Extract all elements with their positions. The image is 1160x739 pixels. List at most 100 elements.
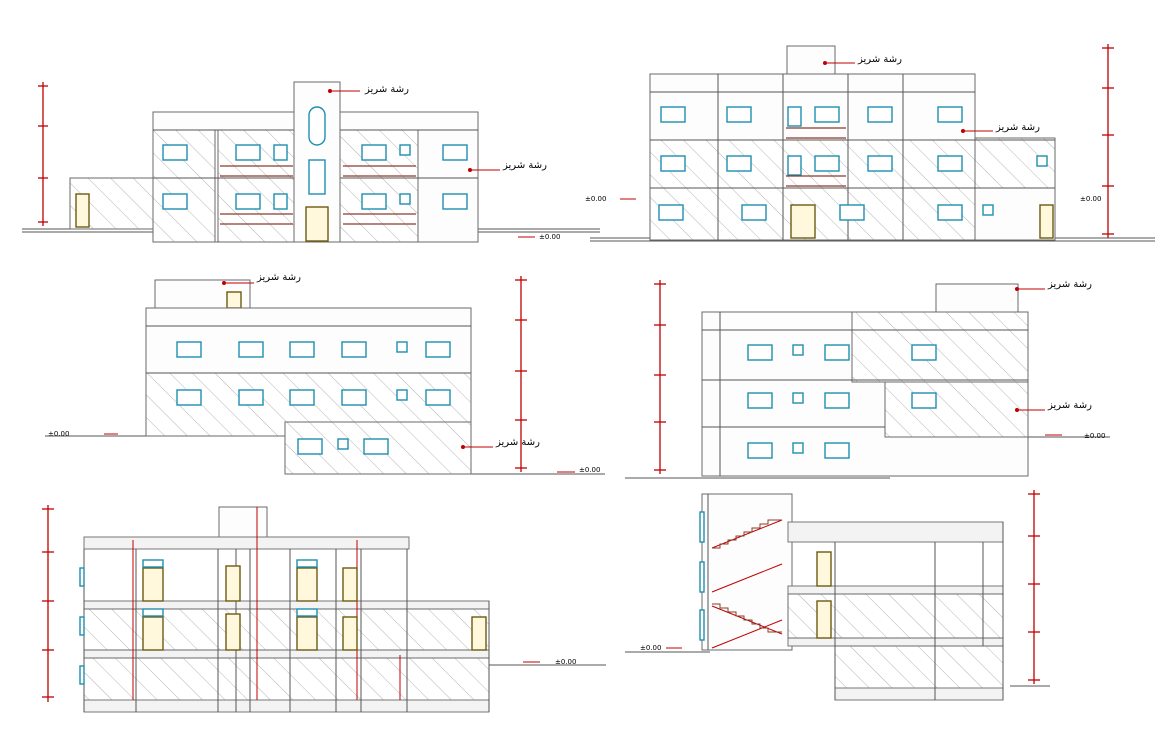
window	[273, 144, 288, 161]
window	[235, 144, 261, 161]
window	[176, 341, 202, 358]
window	[289, 389, 315, 406]
level-label: ±0.00	[48, 430, 69, 438]
window	[824, 442, 850, 459]
window	[289, 341, 315, 358]
elevation-front-left: رشة شريز رشة شريز ±0.00	[22, 81, 600, 243]
window	[297, 438, 323, 455]
window	[176, 389, 202, 406]
window	[399, 193, 411, 205]
window	[162, 144, 188, 161]
balcony-rail	[220, 165, 416, 225]
window	[814, 155, 840, 172]
window	[937, 106, 963, 123]
window	[747, 442, 773, 459]
window	[937, 204, 963, 221]
window	[142, 608, 164, 617]
door	[225, 613, 241, 651]
window	[747, 392, 773, 409]
window	[660, 106, 686, 123]
window	[867, 155, 893, 172]
staircase	[711, 519, 783, 649]
level-label: ±0.00	[640, 644, 661, 652]
level-label: ±0.00	[1084, 432, 1105, 440]
door	[226, 291, 242, 309]
window	[699, 511, 705, 543]
window	[726, 155, 752, 172]
arched-window	[308, 106, 326, 146]
window	[79, 567, 85, 587]
entrance-door	[790, 204, 816, 239]
door	[225, 565, 241, 602]
window	[296, 559, 318, 568]
material-note-label: رشة شريز	[364, 84, 409, 95]
window	[341, 341, 367, 358]
level-label: ±0.00	[1080, 195, 1101, 203]
material-note-label: رشة شريز	[1047, 279, 1092, 290]
door	[142, 616, 164, 651]
material-note-label: رشة شريز	[256, 272, 301, 283]
door	[75, 193, 90, 228]
window	[337, 438, 349, 450]
window	[79, 665, 85, 685]
window	[824, 392, 850, 409]
window	[787, 106, 802, 127]
tall-window	[308, 159, 326, 195]
window	[911, 392, 937, 409]
window	[361, 144, 387, 161]
section-a: ±0.00	[42, 505, 606, 713]
material-note-label: رشة شريز	[857, 54, 902, 65]
window	[442, 193, 468, 210]
material-note-label: رشة شريز	[495, 437, 540, 448]
door	[342, 616, 358, 651]
window	[399, 144, 411, 156]
window	[396, 389, 408, 401]
window	[726, 106, 752, 123]
level-label: ±0.00	[579, 466, 600, 474]
window	[238, 341, 264, 358]
door	[296, 567, 318, 602]
door	[1039, 204, 1054, 239]
entrance-door	[305, 206, 329, 242]
window	[396, 341, 408, 353]
window	[699, 609, 705, 641]
window	[982, 204, 994, 216]
window	[363, 438, 389, 455]
window	[937, 155, 963, 172]
window	[741, 204, 767, 221]
door	[342, 567, 358, 602]
window	[792, 442, 804, 454]
window	[660, 155, 686, 172]
material-note-label: رشة شريز	[1047, 400, 1092, 411]
material-note-label: رشة شريز	[502, 160, 547, 171]
window	[162, 193, 188, 210]
window	[296, 608, 318, 617]
window	[79, 616, 85, 636]
window	[824, 344, 850, 361]
window	[787, 155, 802, 176]
door	[142, 567, 164, 602]
door	[296, 616, 318, 651]
window	[792, 392, 804, 404]
window	[699, 561, 705, 593]
door	[471, 616, 487, 651]
elevation-side-right: رشة شريز رشة شريز ±0.00	[625, 279, 1110, 479]
level-label: ±0.00	[539, 233, 560, 241]
window	[442, 144, 468, 161]
window	[911, 344, 937, 361]
window	[792, 344, 804, 356]
elevation-side-left: رشة شريز رشة شريز ±0.00 ±0.00	[45, 272, 605, 475]
window	[658, 204, 684, 221]
level-label: ±0.00	[555, 658, 576, 666]
window	[341, 389, 367, 406]
window	[142, 559, 164, 568]
window	[1036, 155, 1048, 167]
window	[425, 389, 451, 406]
elevation-front-right: رشة شريز رشة شريز ±0.00 ±0.00	[585, 44, 1155, 242]
window	[867, 106, 893, 123]
window	[235, 193, 261, 210]
material-note-label: رشة شريز	[995, 122, 1040, 133]
door	[816, 600, 832, 639]
window	[425, 341, 451, 358]
